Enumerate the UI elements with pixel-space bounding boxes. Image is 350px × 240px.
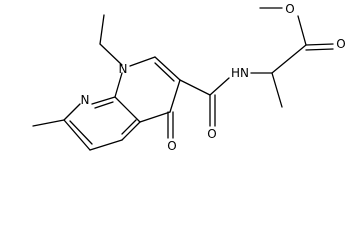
atom-label-c4-oxygen: O: [167, 139, 176, 153]
bond-c5-c4a-inner: [121, 119, 137, 135]
bond-c7-c6-inner: [69, 120, 93, 145]
bond-amide-c-nh: [209, 77, 230, 96]
atom-label-amide-nitrogen: HN: [231, 66, 249, 80]
atom-label-ester-carbonyl-oxygen: O: [336, 37, 345, 51]
molecule-structure: N N O O HN O O: [32, 2, 346, 153]
bond-group: [32, 7, 334, 151]
bond-c8a-n8-inner: [94, 101, 114, 109]
bond-c3-c4: [169, 79, 181, 113]
atom-label-n1: N: [119, 62, 128, 76]
bond-c7-c6: [63, 119, 91, 151]
bond-alpha-c-ester-c: [271, 44, 307, 74]
bond-n1-ethyl-ch2: [99, 43, 123, 66]
bond-c4a-c8a: [114, 96, 141, 123]
atom-label-amide-oxygen: O: [207, 127, 216, 141]
bond-c5-c4a: [121, 121, 141, 141]
bond-ester-c-o-single: [297, 15, 307, 46]
atom-label-n8: N: [81, 93, 90, 107]
bond-ester-c-o-b: [305, 48, 334, 51]
bond-n8-c7: [63, 103, 81, 121]
bond-ester-c-o-a: [305, 43, 334, 46]
bond-c2-c3-inner: [154, 62, 175, 82]
bond-c8a-n1: [114, 72, 123, 98]
bond-alpha-c-methyl: [271, 72, 283, 108]
bond-c7-methyl: [32, 119, 65, 127]
bond-ethyl-ch2-ch3: [99, 14, 105, 45]
bond-c4-c4a: [139, 111, 171, 123]
bond-c8a-n8: [91, 96, 116, 105]
bond-n1-c2: [129, 56, 156, 67]
atom-label-ester-methoxy-oxygen: O: [285, 2, 294, 16]
atom-label-group: N N O O HN O O: [81, 2, 346, 153]
bond-c6-c5: [89, 139, 123, 151]
bond-c3-amide-c: [179, 79, 211, 96]
bond-c2-c3: [154, 56, 181, 81]
